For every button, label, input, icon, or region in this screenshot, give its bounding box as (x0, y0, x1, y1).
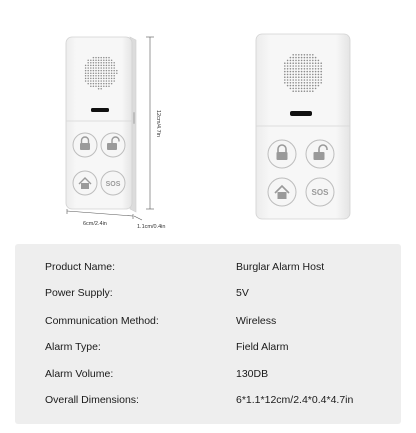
sos-label: SOS (106, 181, 121, 188)
spec-row-communication-method: Communication Method: Wireless (15, 308, 401, 334)
height-label: 12cm/4.7in (155, 110, 161, 137)
button-unlock[interactable] (305, 139, 335, 169)
button-lock[interactable] (267, 139, 297, 169)
indicator-light (290, 111, 312, 116)
unlock-icon (313, 144, 328, 160)
spec-value: 130DB (236, 368, 269, 380)
depth-label: 1.1cm/0.4in (137, 224, 165, 230)
spec-label: Overall Dimensions: (45, 394, 139, 406)
speaker-grille (84, 56, 118, 90)
spec-label: Communication Method: (45, 315, 159, 327)
device-left: SOS 12cm/4.7in 6cm/2.4in 1.1cm/0.4in (65, 36, 165, 230)
button-sos[interactable]: SOS (305, 177, 335, 207)
spec-value: 6*1.1*12cm/2.4*0.4*4.7in (236, 394, 354, 406)
speaker-grille (284, 54, 323, 92)
sos-label: SOS (312, 188, 330, 197)
spec-label: Power Supply: (45, 287, 113, 299)
width-dimension: 6cm/2.4in (66, 209, 134, 227)
spec-row-overall-dimensions: Overall Dimensions: 6*1.1*12cm/2.4*0.4*4… (15, 387, 401, 413)
unlock-icon (107, 136, 120, 150)
spec-table: Product Name: Burglar Alarm Host Power S… (15, 244, 401, 424)
spec-value: Field Alarm (236, 341, 289, 353)
spec-value: Wireless (236, 315, 277, 327)
home-icon (274, 184, 290, 199)
button-unlock[interactable] (100, 132, 126, 158)
button-sos[interactable]: SOS (100, 170, 126, 196)
lock-icon (80, 136, 90, 150)
depth-dimension: 1.1cm/0.4in (133, 215, 165, 230)
spec-row-alarm-volume: Alarm Volume: 130DB (15, 361, 401, 387)
home-icon (78, 177, 92, 189)
spec-value: Burglar Alarm Host (236, 261, 325, 273)
height-dimension: 12cm/4.7in (146, 36, 161, 210)
device-right: SOS (255, 33, 351, 220)
product-illustration: SOS 12cm/4.7in 6cm/2.4in 1.1cm/0.4in (65, 33, 351, 230)
product-image-area: SOS 12cm/4.7in 6cm/2.4in 1.1cm/0.4in (65, 33, 351, 230)
button-lock[interactable] (72, 132, 98, 158)
spec-row-alarm-type: Alarm Type: Field Alarm (15, 334, 401, 360)
spec-value: 5V (236, 287, 249, 299)
spec-label: Alarm Type: (45, 341, 101, 353)
spec-label: Alarm Volume: (45, 368, 114, 380)
button-home[interactable] (267, 177, 297, 207)
lock-icon (276, 144, 288, 160)
spec-label: Product Name: (45, 261, 116, 273)
button-home[interactable] (72, 170, 98, 196)
width-label: 6cm/2.4in (83, 221, 107, 227)
spec-row-power-supply: Power Supply: 5V (15, 280, 401, 306)
spec-row-product-name: Product Name: Burglar Alarm Host (15, 254, 401, 280)
indicator-light (91, 108, 109, 112)
